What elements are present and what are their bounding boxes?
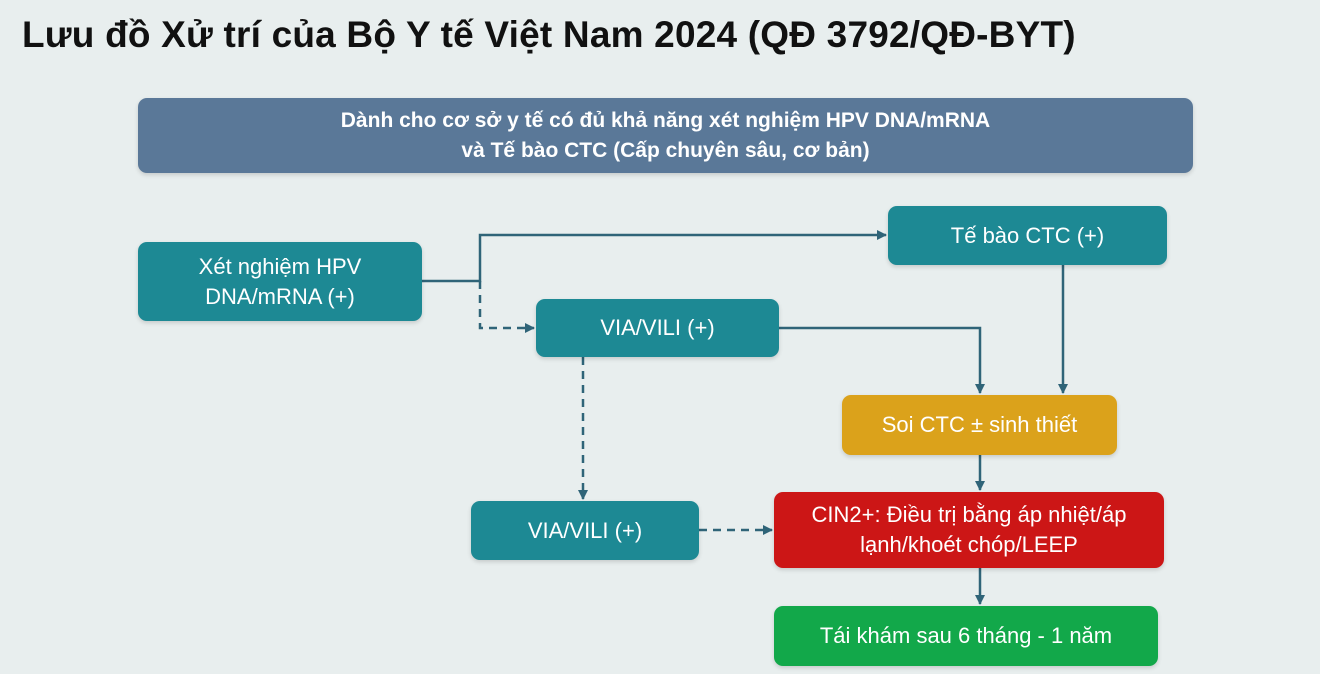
node-treatment: CIN2+: Điều trị bằng áp nhiệt/áp lạnh/kh… [774,492,1164,568]
node-hpv-line-2: DNA/mRNA (+) [205,283,355,309]
scope-header: Dành cho cơ sở y tế có đủ khả năng xét n… [138,98,1193,173]
arrow-hpv-to-cytology [422,230,887,283]
node-via-vili-1: VIA/VILI (+) [536,299,779,357]
node-via-vili-2: VIA/VILI (+) [471,501,699,560]
arrow-hpv-to-via1-dashed [478,281,535,333]
header-line-2: và Tế bào CTC (Cấp chuyên sâu, cơ bản) [461,138,870,162]
node-hpv-line-1: Xét nghiệm HPV [198,253,362,279]
node-treatment-line-1: CIN2+: Điều trị bằng áp nhiệt/áp [811,502,1127,527]
page-title: Lưu đồ Xử trí của Bộ Y tế Việt Nam 2024 … [22,14,1076,55]
node-followup: Tái khám sau 6 tháng - 1 năm [774,606,1158,666]
header-line-1: Dành cho cơ sở y tế có đủ khả năng xét n… [340,108,991,132]
node-colposcopy: Soi CTC ± sinh thiết [842,395,1117,455]
node-cytology: Tế bào CTC (+) [888,206,1167,265]
node-hpv-test: Xét nghiệm HPV DNA/mRNA (+) [138,242,422,321]
node-treatment-line-2: lạnh/khoét chóp/LEEP [860,532,1078,557]
arrow-via1-to-colposcopy [779,326,985,394]
